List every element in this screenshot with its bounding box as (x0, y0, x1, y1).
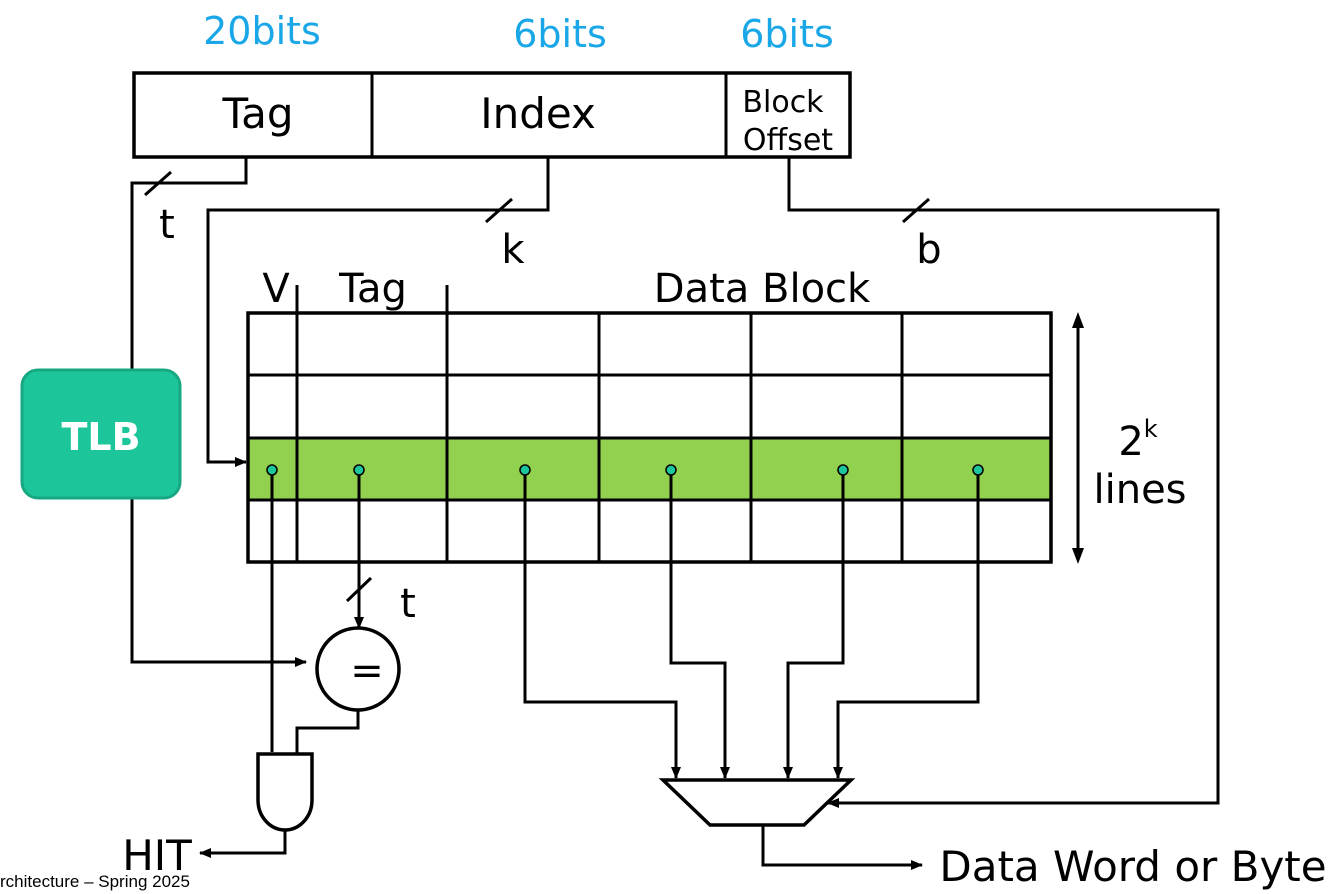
lines-height-indicator (1072, 312, 1084, 564)
index-bits-label: k (501, 227, 525, 273)
offset-field-label-line2: Offset (743, 123, 833, 158)
comparator-symbol: = (350, 648, 384, 694)
stored-tag-wire (345, 470, 373, 629)
and-gate (199, 752, 314, 858)
data-block-column-header: Data Block (654, 266, 871, 312)
data-word-wires (523, 470, 980, 779)
offset-width-label: 6bits (740, 12, 834, 56)
selected-cache-line (248, 438, 1051, 500)
tag-bits-label: t (159, 202, 175, 248)
footer-text: rchitecture – Spring 2025 (0, 872, 190, 891)
data-output-label: Data Word or Byte (939, 842, 1326, 891)
index-field-label: Index (480, 89, 596, 138)
cache-array (246, 285, 1053, 564)
index-width-label: 6bits (513, 12, 607, 56)
tag-width-label: 20bits (203, 9, 321, 53)
index-wire (206, 157, 550, 467)
word-select-mux (658, 778, 923, 870)
offset-field-label-line1: Block (742, 85, 824, 120)
compare-bits-label: t (400, 581, 416, 627)
hit-output-label: HIT (122, 831, 192, 880)
tag-comparator: = (295, 626, 401, 754)
tag-wire (130, 157, 307, 667)
offset-bits-label: b (916, 227, 941, 273)
valid-column-header: V (262, 266, 290, 312)
lines-word-label: lines (1093, 467, 1186, 513)
tag-column-header: Tag (338, 266, 407, 312)
offset-wire (787, 157, 1220, 808)
tlb-label: TLB (61, 415, 140, 459)
lines-count-label: 2k (1118, 415, 1157, 465)
read-taps (266, 464, 984, 476)
address-register (132, 71, 852, 159)
tlb-block: TLB (20, 368, 182, 500)
tag-field-label: Tag (221, 89, 293, 138)
